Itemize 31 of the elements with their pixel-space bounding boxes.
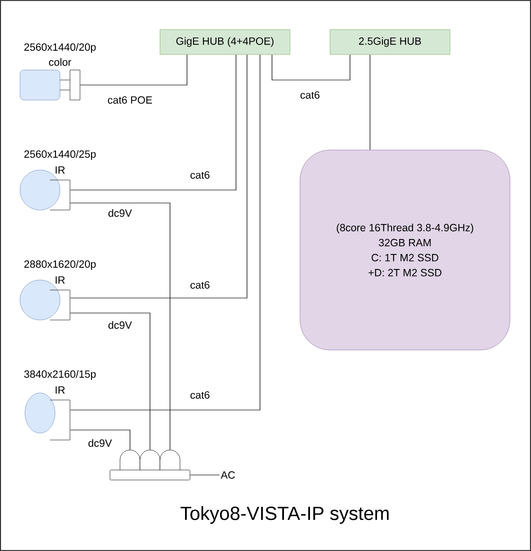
edge-label: cat6 bbox=[189, 390, 211, 400]
cable bbox=[70, 54, 236, 190]
power-strip bbox=[110, 450, 190, 480]
camera-label: IR bbox=[56, 276, 65, 284]
edge-label: cat6 bbox=[189, 280, 211, 290]
camera-label: color bbox=[49, 58, 72, 66]
edge-label: dc9V bbox=[87, 438, 113, 448]
camera-label: 2560x1440/20p bbox=[24, 43, 96, 53]
power-label: AC bbox=[220, 471, 235, 479]
edge-label: cat6 bbox=[299, 90, 321, 100]
hub-box: 2.5GigE HUB bbox=[330, 29, 450, 55]
edge-label: dc9V bbox=[107, 208, 133, 218]
cable bbox=[80, 54, 188, 86]
camera-label: IR bbox=[56, 166, 65, 174]
cable bbox=[70, 54, 248, 298]
camera-label: 2560x1440/25p bbox=[24, 150, 96, 160]
edge-label: cat6 POE bbox=[106, 95, 154, 105]
edge-label: dc9V bbox=[107, 320, 133, 330]
diagram-title: Tokyo8-VISTA-IP system bbox=[180, 506, 389, 524]
cable bbox=[70, 430, 130, 450]
cable bbox=[272, 54, 350, 80]
camera-label: IR bbox=[56, 386, 65, 394]
camera-label: 2880x1620/20p bbox=[24, 260, 96, 270]
camera-label: 3840x2160/15p bbox=[24, 370, 96, 380]
cable bbox=[70, 312, 150, 450]
cable bbox=[70, 202, 170, 450]
cable bbox=[70, 54, 260, 410]
cable bbox=[190, 474, 220, 476]
hub-box: GigE HUB (4+4POE) bbox=[160, 29, 290, 55]
edge-label: cat6 bbox=[189, 170, 211, 180]
computer-box: (8core 16Thread 3.8-4.9GHz) 32GB RAM C: 1T M2 SSD +D: 2T M2 SSD bbox=[300, 150, 510, 350]
